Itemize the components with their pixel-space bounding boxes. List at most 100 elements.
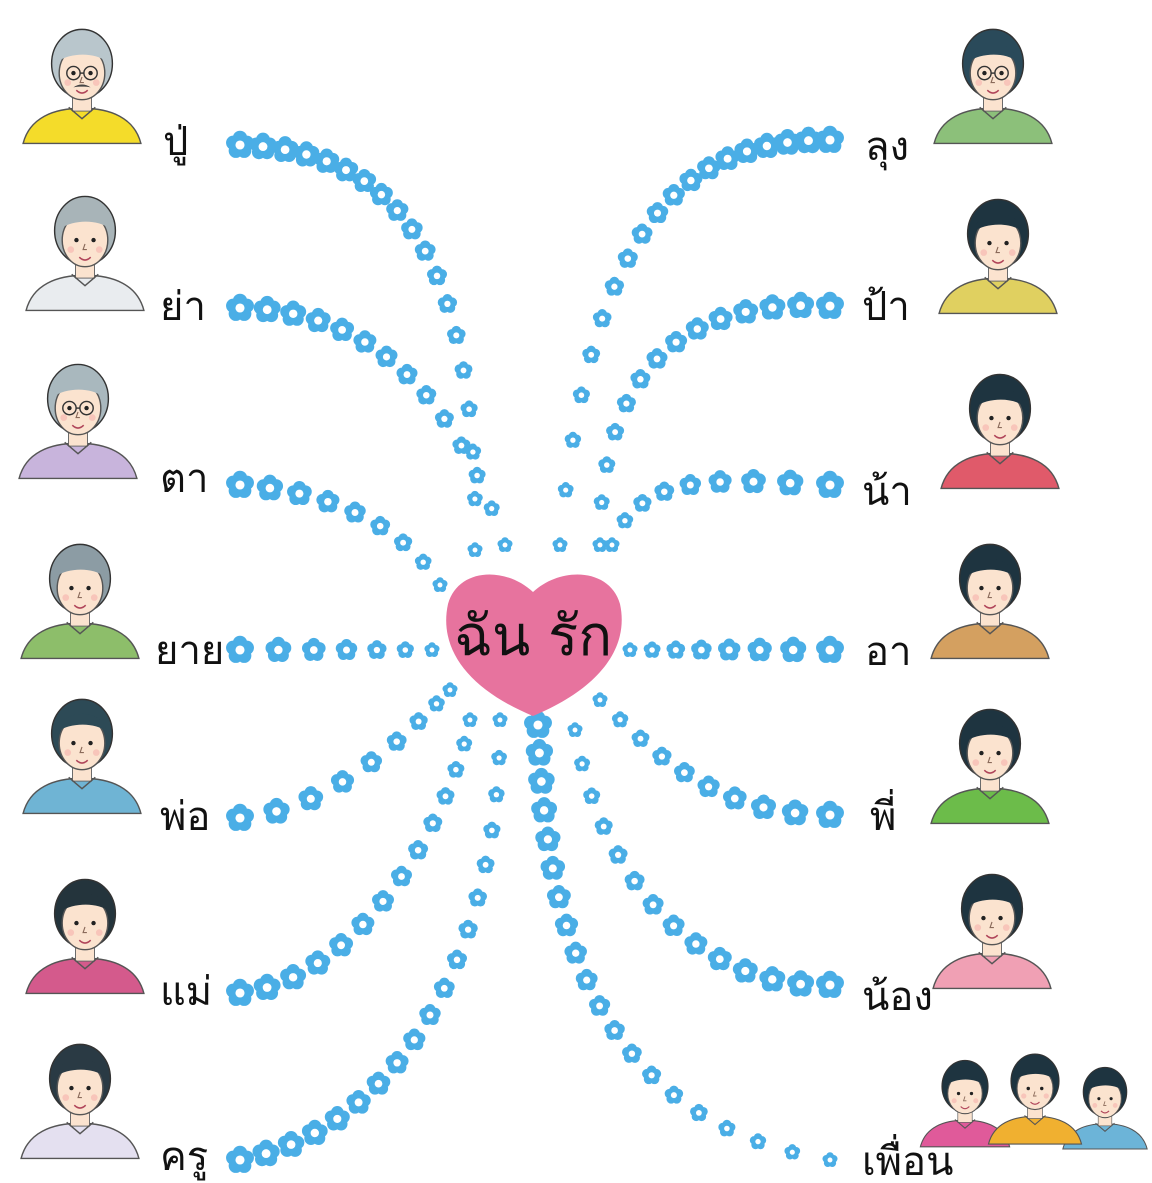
flower-icon: [589, 995, 610, 1016]
label-uncle-younger: อา: [865, 629, 911, 675]
flower-icon: [484, 500, 500, 516]
shirt-shape: [19, 443, 137, 478]
label-teacher: ครู: [160, 1134, 208, 1180]
flower-garland: [226, 712, 477, 1006]
flower-icon: [643, 894, 664, 914]
flower-icon: [346, 1090, 370, 1114]
flower-icon: [782, 799, 808, 825]
flower-icon: [528, 768, 555, 794]
flower-icon: [750, 1133, 766, 1149]
shirt-shape: [21, 623, 139, 658]
flower-icon: [558, 482, 574, 497]
flower-icon: [272, 136, 298, 162]
flower-icon: [524, 711, 552, 738]
flower-icon: [257, 475, 283, 501]
left-labels: ปู่ ย่า ตา ยาย พ่อ แม่ ครู: [155, 119, 224, 1180]
flower-icon: [325, 1106, 350, 1130]
flower-icon: [816, 292, 844, 319]
flower-icon: [469, 467, 486, 484]
flower-garland: [226, 712, 507, 1173]
flower-icon: [609, 845, 628, 864]
flower-icon: [458, 920, 477, 939]
flower-icon: [424, 642, 439, 657]
flower-icon: [567, 722, 582, 737]
shirt-shape: [931, 788, 1049, 823]
flower-icon: [647, 348, 668, 368]
flower-icon: [598, 456, 615, 473]
flower-icon: [633, 494, 651, 512]
flower-icon: [376, 346, 398, 367]
flower-icon: [622, 1044, 642, 1063]
flower-icon: [477, 856, 495, 873]
flower-icon: [690, 1104, 708, 1121]
flower-icon: [777, 470, 803, 496]
flower-icon: [397, 641, 414, 658]
shirt-shape: [941, 453, 1059, 488]
flower-icon: [718, 639, 740, 661]
flower-icon: [305, 950, 330, 974]
flower-icon: [394, 533, 412, 551]
shirt-shape: [23, 778, 141, 813]
flower-icon: [709, 307, 733, 330]
flower-icon: [455, 361, 473, 378]
flower-icon: [573, 386, 590, 403]
flower-icon: [391, 866, 412, 886]
flower-icon: [666, 640, 685, 658]
flower-icon: [434, 978, 455, 998]
flower-icon: [254, 296, 281, 322]
flower-garland: [226, 636, 439, 663]
flower-icon: [618, 248, 638, 268]
label-grandma-maternal: ยาย: [155, 628, 224, 674]
flower-icon: [816, 801, 844, 828]
flower-icon: [353, 330, 376, 352]
flower-garland: [592, 292, 843, 552]
shirt-shape: [989, 1116, 1082, 1144]
flower-icon: [708, 947, 732, 970]
flower-icon: [592, 692, 607, 707]
flower-icon: [654, 482, 674, 501]
flower-icon: [298, 786, 323, 810]
flower-icon: [698, 775, 720, 797]
flower-icon: [468, 888, 487, 906]
flower-icon: [488, 786, 504, 802]
flower-icon: [419, 1004, 440, 1025]
portrait-aunt-older: [939, 199, 1057, 313]
flower-icon: [427, 266, 447, 286]
flower-icon: [686, 317, 709, 339]
label-grandpa-paternal: ปู่: [163, 119, 188, 165]
center-title: ฉัน รัก: [454, 604, 612, 669]
flower-icon: [336, 639, 357, 660]
flower-icon: [316, 490, 339, 513]
flower-icon: [497, 537, 512, 552]
flower-icon: [665, 1086, 683, 1104]
flower-icon: [617, 512, 634, 528]
flower-icon: [351, 913, 374, 935]
flower-icon: [741, 469, 766, 493]
flower-icon: [401, 218, 422, 239]
flower-icon: [415, 554, 432, 570]
flower-icon: [625, 871, 645, 891]
flower-icon: [432, 577, 447, 592]
flower-icon: [386, 1051, 409, 1073]
flower-icon: [461, 400, 478, 417]
flower-icon: [306, 308, 331, 332]
flower-icon: [491, 750, 507, 765]
label-younger-sibling: น้อง: [862, 974, 933, 1020]
flower-icon: [280, 964, 306, 989]
flower-icon: [541, 856, 566, 880]
flower-icon: [387, 731, 407, 750]
flower-icon: [447, 761, 464, 778]
label-aunt-younger: น้า: [862, 469, 912, 515]
flower-garland: [592, 692, 843, 828]
flower-icon: [595, 817, 613, 835]
flower-icon: [644, 641, 661, 657]
portrait-teacher: [21, 1044, 139, 1158]
portrait-uncle-older: [934, 29, 1052, 143]
flower-icon: [329, 933, 353, 956]
flower-icon: [617, 394, 636, 413]
flower-icon: [442, 682, 457, 697]
portrait-grandma-maternal: [21, 544, 139, 658]
label-mother: แม่: [160, 969, 212, 1015]
label-father: พ่อ: [160, 794, 210, 840]
flower-icon: [612, 711, 628, 727]
